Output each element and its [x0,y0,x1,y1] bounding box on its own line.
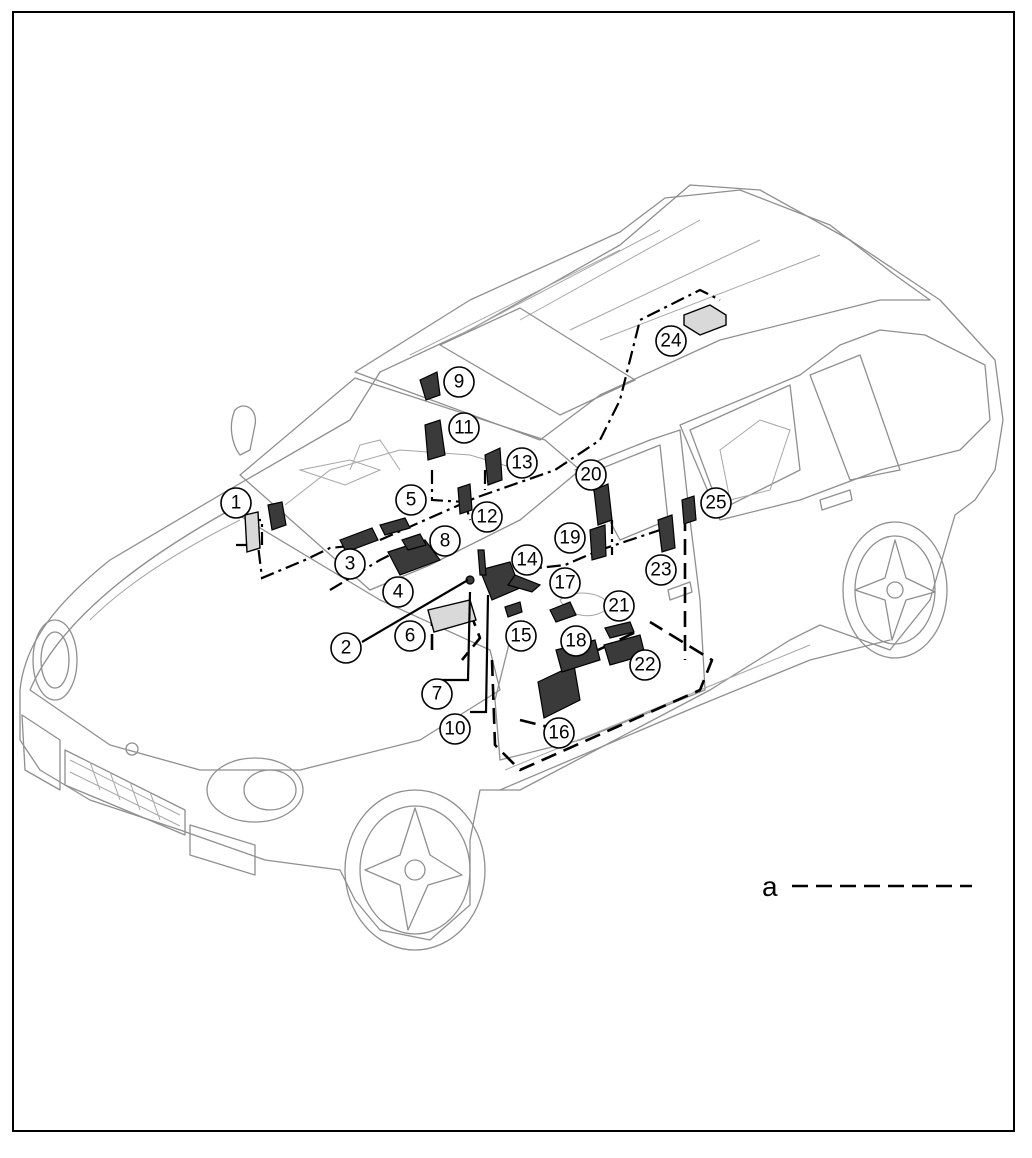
callout-10: 10 [439,713,471,745]
svg-text:18: 18 [565,631,586,652]
svg-text:2: 2 [341,638,352,659]
svg-text:24: 24 [660,331,682,352]
callout-19: 19 [554,522,586,554]
legend: a [762,871,972,902]
svg-text:12: 12 [476,507,497,528]
callout-23: 23 [645,554,677,586]
svg-text:4: 4 [393,582,404,603]
callout-6: 6 [394,620,426,652]
svg-text:15: 15 [510,626,531,647]
callout-16: 16 [543,717,575,749]
svg-text:11: 11 [454,418,474,439]
svg-text:22: 22 [634,655,655,676]
callout-14: 14 [511,544,543,576]
svg-text:6: 6 [405,626,416,647]
svg-text:21: 21 [608,596,629,617]
svg-text:17: 17 [554,573,575,594]
svg-text:10: 10 [444,719,465,740]
callout-1: 1 [220,487,252,519]
legend-label: a [762,871,778,902]
svg-text:19: 19 [559,528,580,549]
callout-7: 7 [421,678,453,710]
svg-text:16: 16 [548,723,569,744]
callout-17: 17 [549,567,581,599]
callout-5: 5 [395,484,427,516]
callout-24: 24 [655,325,687,357]
callout-21: 21 [603,590,635,622]
svg-text:7: 7 [432,684,443,705]
callout-3: 3 [334,548,366,580]
svg-text:5: 5 [406,490,417,511]
callout-25: 25 [700,487,732,519]
callout-11: 11 [448,412,480,444]
leader-lines [361,579,490,714]
svg-text:23: 23 [650,560,671,581]
callout-8: 8 [429,525,461,557]
callout-4: 4 [382,576,414,608]
svg-text:13: 13 [511,453,532,474]
svg-text:9: 9 [454,372,465,393]
diagram-frame [12,11,1015,1132]
callout-12: 12 [471,501,503,533]
callout-15: 15 [505,620,537,652]
svg-text:8: 8 [440,531,451,552]
callout-22: 22 [629,649,661,681]
callout-18: 18 [560,625,592,657]
svg-text:25: 25 [705,493,726,514]
callout-2: 2 [330,632,362,664]
callout-13: 13 [506,447,538,479]
callout-9: 9 [443,366,475,398]
wiring-harness [236,288,721,772]
svg-text:3: 3 [345,554,356,575]
svg-text:20: 20 [580,465,601,486]
svg-text:14: 14 [516,550,538,571]
callout-20: 20 [575,459,607,491]
svg-text:1: 1 [231,493,242,514]
